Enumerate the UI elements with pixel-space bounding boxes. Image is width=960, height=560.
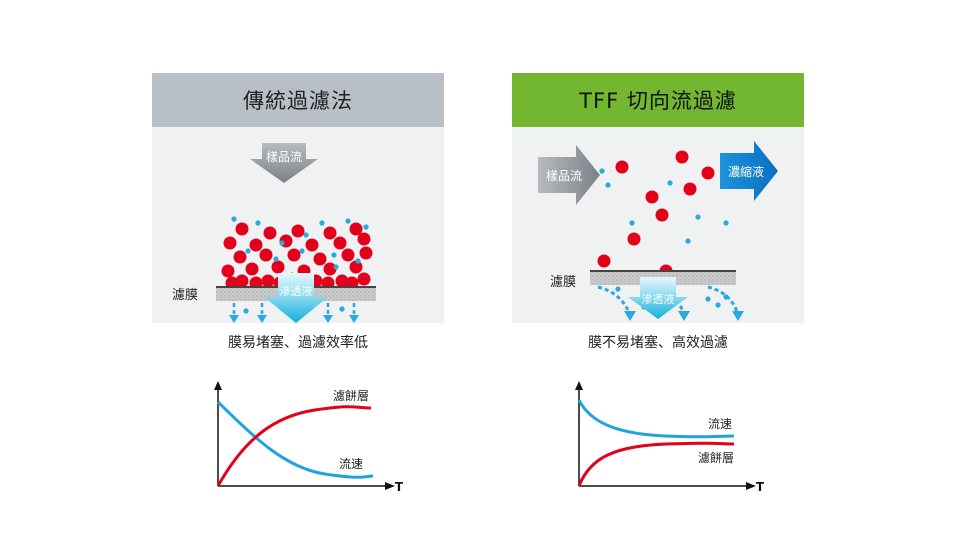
red-particle (645, 190, 659, 204)
tff-permeate-label: 滲透液 (642, 292, 675, 306)
blue-particle (629, 220, 635, 226)
blue-particle (695, 214, 701, 220)
blue-particle (705, 296, 711, 302)
blue-particle (245, 248, 251, 254)
red-particle (683, 182, 697, 196)
conventional-caption: 膜易堵塞、過濾效率低 (228, 335, 368, 351)
conventional-diagram: 樣品流 濾膜 滲透液 (152, 127, 444, 323)
blue-particle (333, 264, 339, 270)
red-particle (323, 262, 337, 276)
blue-particle (319, 220, 325, 226)
conventional-graph: 濾餅層 流速 T (214, 381, 404, 494)
tff-graph-x-arrow (746, 482, 756, 490)
red-particle (357, 272, 371, 286)
conventional-flux-label: 流速 (339, 457, 363, 471)
blue-particle (723, 220, 729, 226)
tff-diagram-svg: 樣品流 濃縮液 濾膜 滲透液 (538, 141, 778, 321)
red-particle (261, 274, 275, 288)
blue-particle (667, 180, 673, 186)
tff-feed-arrow (538, 145, 600, 205)
tff-flux-curve (577, 399, 735, 439)
tff-graph-y-arrow (575, 381, 583, 390)
red-particle (249, 238, 263, 252)
blue-particle (715, 302, 721, 308)
blue-particle (303, 232, 309, 238)
red-particle (701, 166, 715, 180)
red-particle (323, 226, 337, 240)
blue-particle (331, 252, 337, 258)
red-particle (221, 264, 235, 278)
conventional-flux-curve (216, 400, 374, 479)
feed-arrow-down (250, 143, 318, 183)
conventional-permeate-arrowheads (229, 315, 359, 323)
red-particle (615, 160, 629, 174)
red-particle (223, 236, 237, 250)
tff-title: TFF 切向流過濾 (512, 73, 804, 127)
blue-particle (685, 238, 691, 244)
red-particle (263, 226, 277, 240)
conventional-graph-y-arrow (214, 381, 222, 390)
tff-flux-label: 流速 (708, 417, 732, 431)
red-particle (235, 222, 249, 236)
red-particle (305, 238, 319, 252)
red-particle (259, 248, 273, 262)
red-particle (357, 232, 371, 246)
red-particle (233, 250, 247, 264)
red-particle (597, 254, 611, 268)
tff-membrane-label: 濾膜 (550, 275, 576, 290)
red-particle (271, 260, 285, 274)
red-particle (287, 248, 301, 262)
conventional-x-axis-label: T (395, 480, 404, 494)
red-particle (359, 246, 373, 260)
red-particle (245, 262, 259, 276)
red-particle (349, 222, 363, 236)
blue-particle (599, 168, 605, 174)
blue-particle (355, 258, 361, 264)
conventional-feed-label: 樣品流 (266, 149, 302, 164)
tff-retentate-arrow (720, 141, 778, 201)
tff-graph: 流速 濾餅層 T (575, 381, 765, 494)
blue-particle (243, 308, 249, 314)
blue-particle (339, 306, 345, 312)
blue-particle (299, 248, 305, 254)
conventional-permeate-arrow (264, 273, 328, 323)
blue-particle (231, 216, 237, 222)
blue-particle (279, 240, 285, 246)
blue-particle (273, 256, 279, 262)
blue-particle (363, 224, 369, 230)
tff-cake-curve (577, 441, 735, 487)
tff-diagram: 樣品流 濃縮液 濾膜 滲透液 (512, 127, 804, 323)
conventional-membrane-label: 濾膜 (172, 288, 198, 303)
tff-x-axis-label: T (756, 480, 765, 494)
tff-permeate-arrowheads (624, 311, 744, 321)
red-particle (655, 208, 669, 222)
tff-retentate-label: 濃縮液 (728, 164, 764, 179)
blue-particle (605, 182, 611, 188)
red-particle (313, 252, 327, 266)
conventional-cake-label: 濾餅層 (333, 388, 369, 403)
conventional-particles (221, 216, 373, 320)
red-particle (341, 248, 355, 262)
conventional-diagram-svg: 樣品流 濾膜 滲透液 (172, 143, 376, 323)
red-particle (335, 274, 349, 288)
conventional-graph-x-arrow (385, 482, 395, 490)
red-particle (291, 224, 305, 238)
blue-particle (255, 220, 261, 226)
conventional-panel: 傳統過濾法 樣品流 (152, 73, 444, 323)
red-particle (349, 260, 363, 274)
blue-particle (615, 286, 621, 292)
conventional-title: 傳統過濾法 (152, 73, 444, 127)
red-particle (235, 274, 249, 288)
tff-feed-label: 樣品流 (546, 168, 582, 183)
red-particle (627, 232, 641, 246)
conventional-cake-curve (216, 405, 372, 487)
red-particle (675, 150, 689, 164)
tff-permeate-arrow (628, 277, 688, 319)
red-particle (333, 236, 347, 250)
blue-particle (345, 218, 351, 224)
tff-cake-label: 濾餅層 (698, 450, 734, 465)
tff-caption: 膜不易堵塞、高效過濾 (588, 335, 728, 351)
tff-panel: TFF 切向流過濾 (512, 73, 804, 323)
conventional-permeate-label: 滲透液 (280, 284, 313, 298)
